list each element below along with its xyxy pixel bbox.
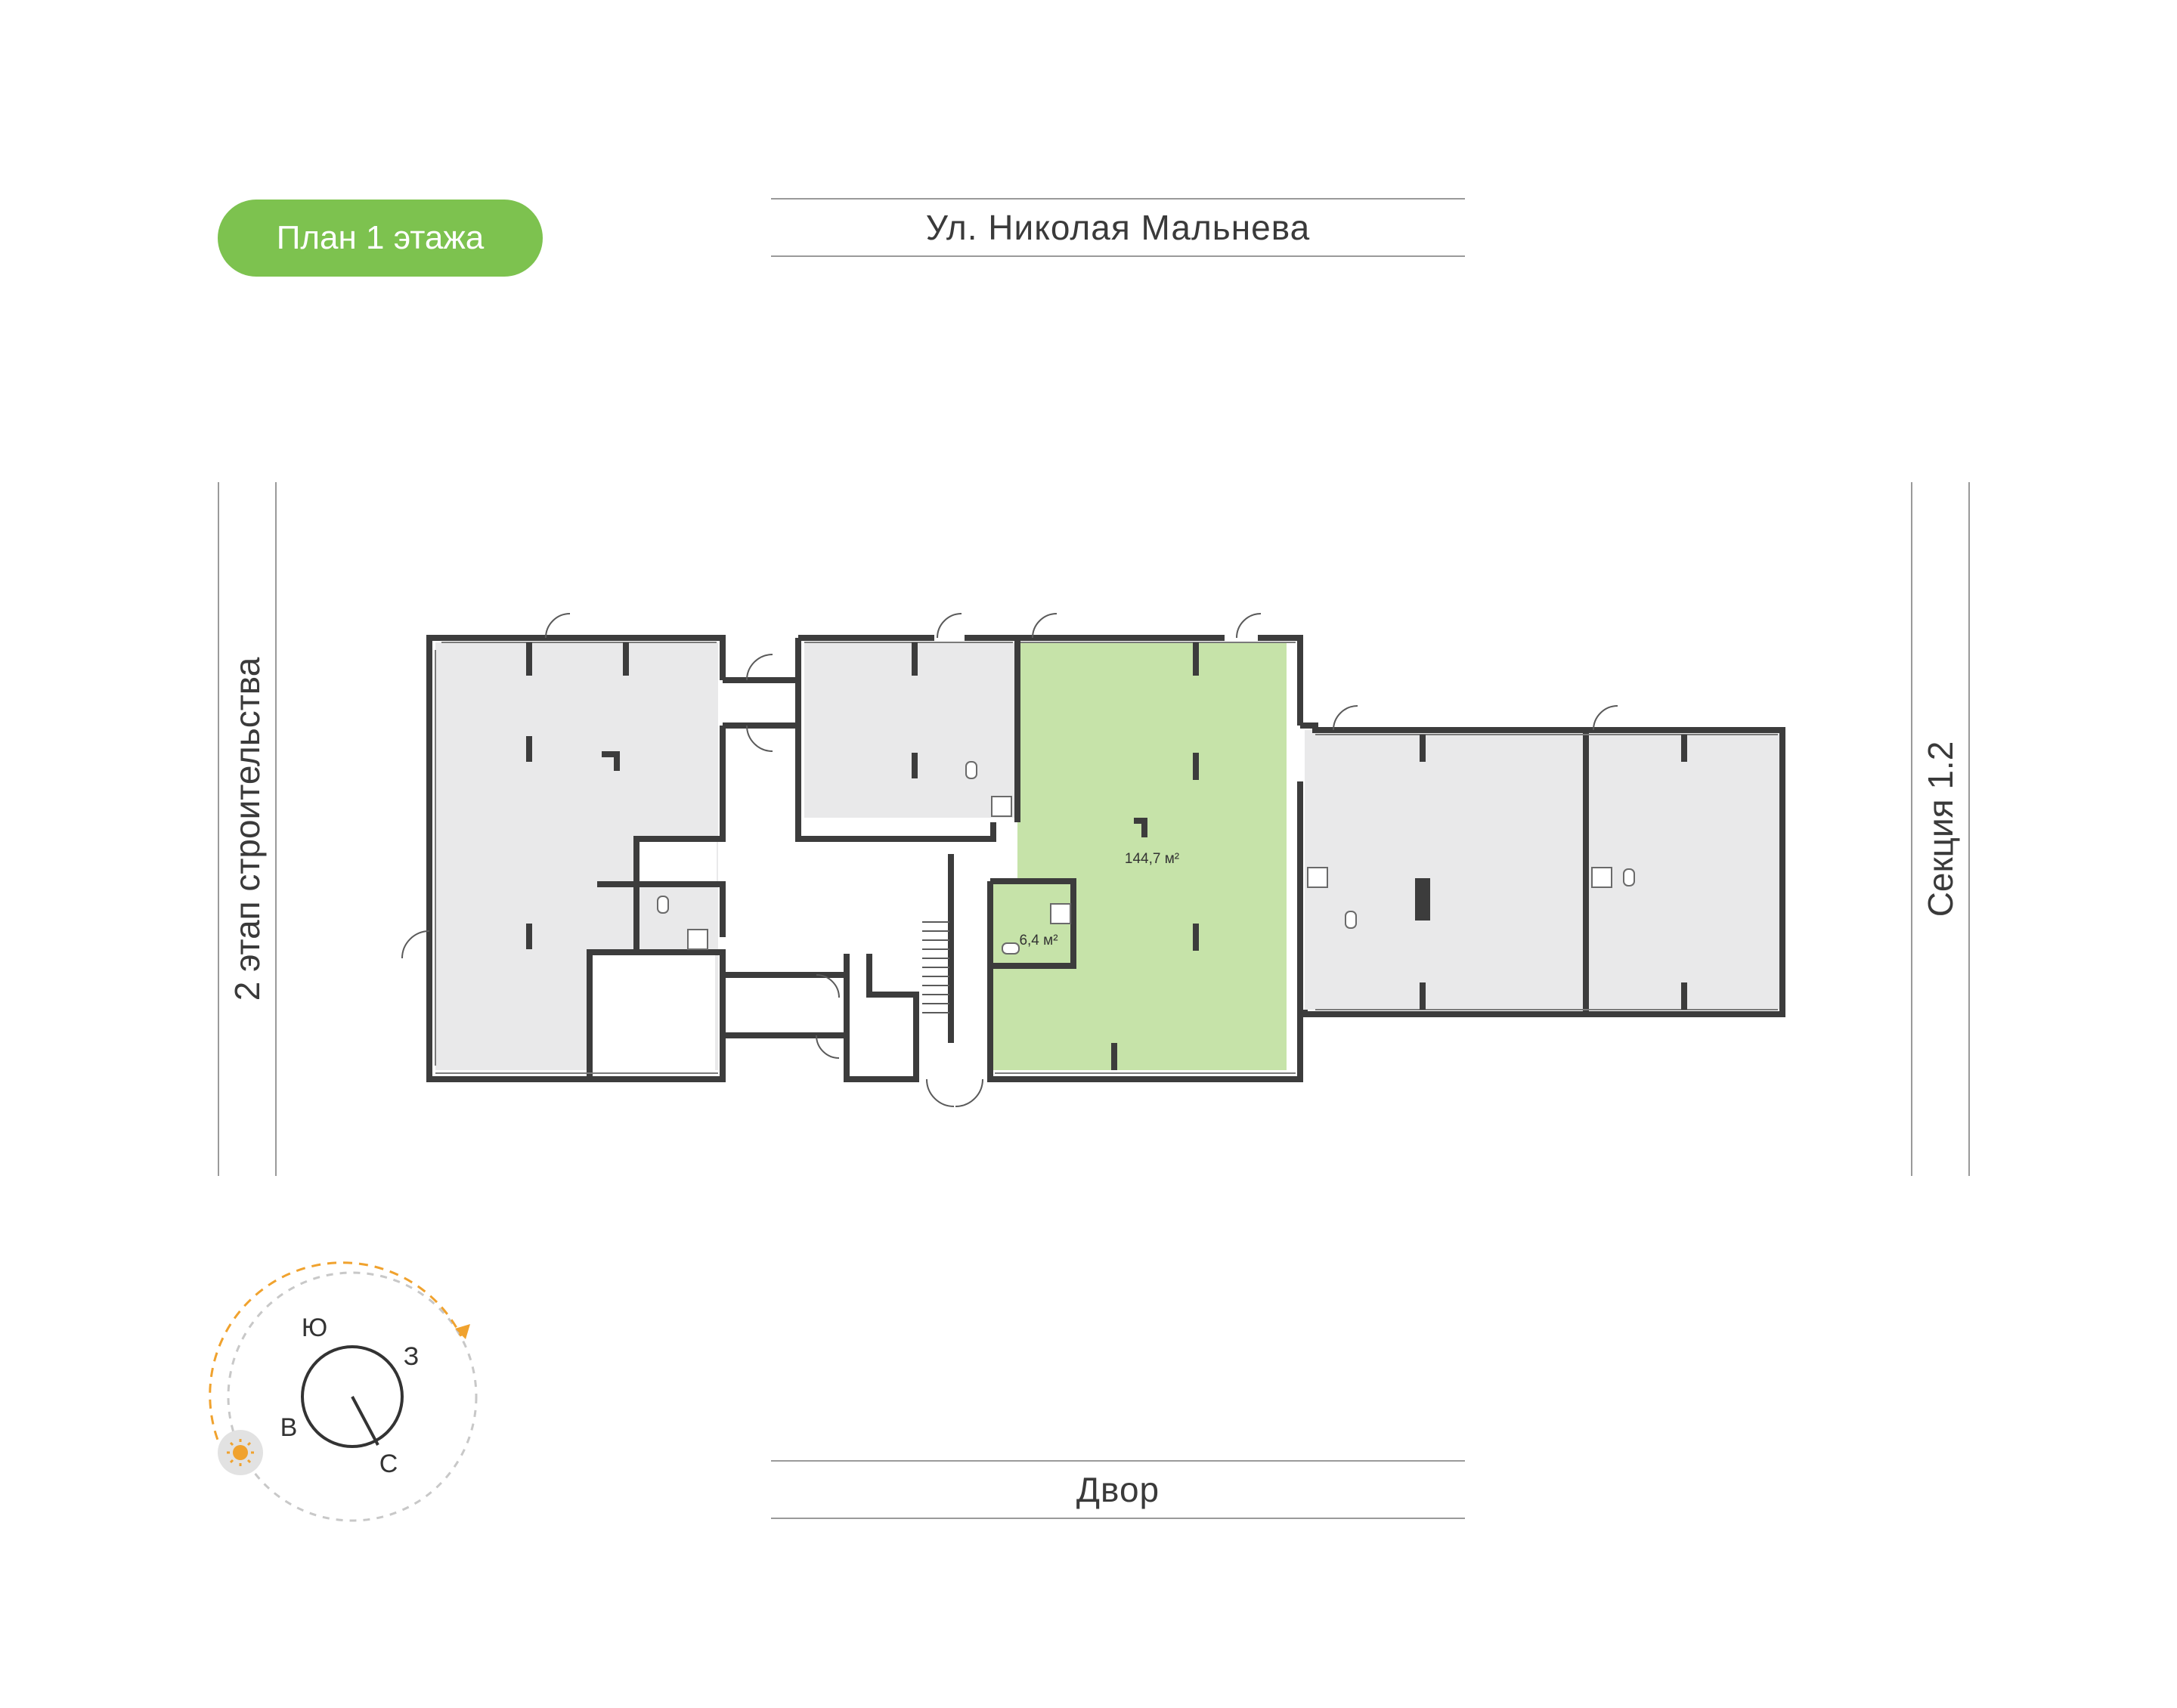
door-icon: [816, 974, 840, 998]
sun-icon: [218, 1430, 263, 1475]
wall-left-inner: [597, 881, 639, 954]
door-icon: [1236, 613, 1262, 639]
toilet-icon: [657, 896, 669, 914]
wall-center-box: [795, 638, 996, 842]
room-right-2: [1587, 730, 1782, 1010]
street-label-bottom: Двор: [771, 1460, 1465, 1519]
door-icon: [746, 654, 773, 681]
door-icon: [1333, 705, 1358, 731]
wall-corridor-upper: [723, 677, 798, 729]
compass-south-label: Ю: [302, 1313, 327, 1342]
toilet-icon: [965, 761, 977, 779]
sun-path-arc: [209, 1261, 463, 1455]
door-icon: [926, 1078, 955, 1107]
wall-unit-right: [987, 781, 1303, 1082]
room-left-office: [590, 954, 715, 1070]
side-label-left: 2 этап строительства: [218, 482, 277, 1176]
wall-stair: [844, 954, 919, 1082]
door-icon: [746, 725, 773, 752]
compass-north-label: С: [379, 1450, 398, 1478]
compass-east-label: В: [280, 1413, 298, 1442]
wall-bath: [990, 878, 1076, 969]
walls: [426, 635, 1785, 1082]
shower-icon: [991, 796, 1012, 817]
toilet-icon: [1002, 942, 1020, 955]
door-icon: [545, 613, 571, 639]
door-icon: [401, 930, 430, 959]
floor-plan-badge: План 1 этажа: [218, 200, 543, 277]
wall-left-building: [426, 635, 726, 1082]
shower-icon: [1591, 867, 1612, 888]
street-label-top: Ул. Николая Мальнева: [771, 198, 1465, 257]
compass: Ю З В С: [209, 1261, 478, 1522]
door-icon: [1593, 705, 1618, 731]
room-right-1: [1305, 730, 1583, 1010]
sanitary-fixtures: [657, 761, 1635, 955]
unit-highlight-lower-left[interactable]: [990, 881, 1020, 1070]
wall-right-block: [1300, 722, 1785, 1017]
toilet-icon: [1623, 868, 1635, 886]
room-center-upper: [804, 642, 1016, 818]
left-room-cutouts: [590, 842, 717, 1070]
door-icon: [955, 1078, 983, 1107]
compass-west-label: З: [404, 1342, 420, 1371]
room-left-corridor: [636, 842, 717, 883]
side-label-right: Секция 1.2: [1911, 482, 1970, 1176]
window-lines: [435, 642, 1778, 1074]
unit-area-label: 144,7 м²: [1125, 851, 1179, 867]
wall-left-top: [429, 635, 726, 680]
wall-unit-top: [1017, 635, 1303, 726]
shower-icon: [1307, 867, 1328, 888]
street-name: Ул. Николая Мальнева: [925, 208, 1311, 247]
shower-icon: [1050, 903, 1071, 924]
columns: [526, 642, 1687, 1070]
door-icon: [816, 1035, 840, 1059]
shower-icon: [687, 929, 708, 950]
compass-needle: [351, 1396, 379, 1446]
wall-left-right-mid: [633, 726, 726, 937]
courtyard-label: Двор: [1076, 1470, 1160, 1509]
compass-outer-ring: [227, 1271, 478, 1522]
unit-highlight[interactable]: [1017, 642, 1287, 1070]
compass-inner-circle: [301, 1345, 404, 1448]
wall-corridor-lower: [723, 972, 847, 1038]
door-icon: [937, 613, 962, 639]
sun-path-arrow-icon: [455, 1324, 470, 1339]
doors: [401, 613, 1618, 1107]
stair-treads: [922, 921, 949, 1013]
toilet-icon: [1345, 911, 1357, 929]
door-icon: [1032, 613, 1058, 639]
bathroom-area-label: 6,4 м²: [1019, 933, 1058, 948]
